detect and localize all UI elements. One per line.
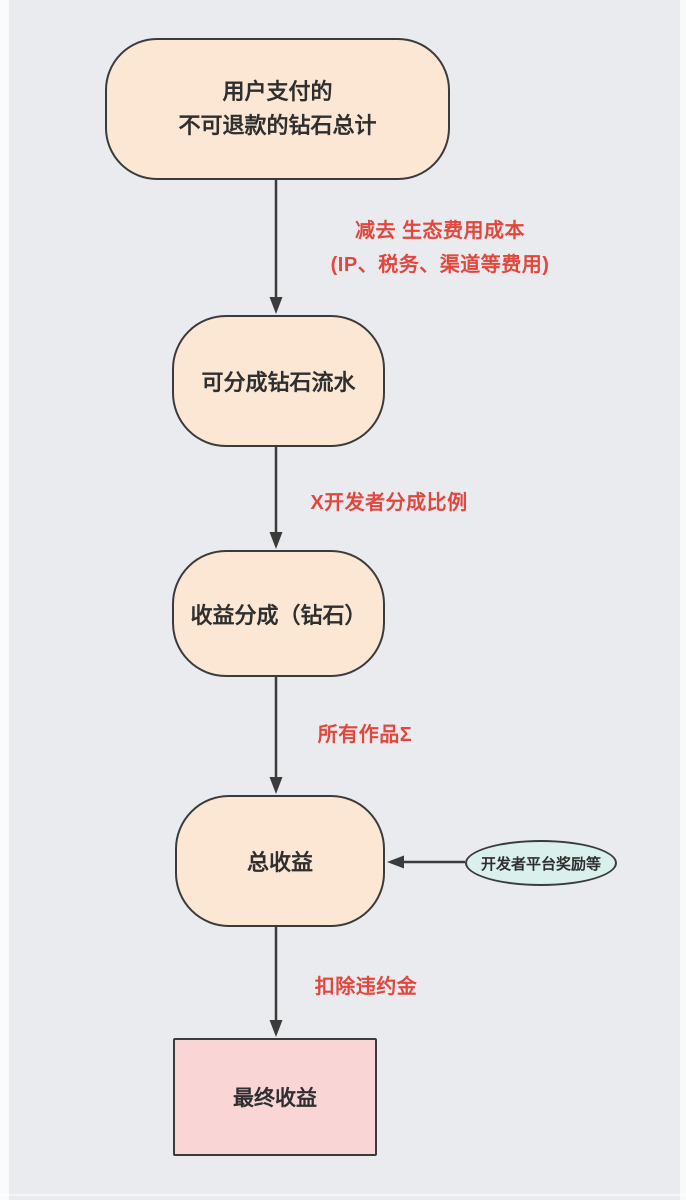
node-revenue-share-diamonds-label: 收益分成（钻石） (190, 602, 367, 628)
node-platform-reward-label: 开发者平台奖励等 (480, 855, 601, 873)
edge-label-minus-ecosystem-cost: 减去 生态费用成本 (IP、税务、渠道等费用) (331, 214, 550, 282)
edge-label-sum-all-works: 所有作品Σ (317, 724, 413, 746)
node-revenue-share-diamonds: 收益分成（钻石） (172, 550, 385, 677)
page-right-margin (680, 0, 686, 1200)
edge-label-deduct-penalty: 扣除违约金 (314, 976, 418, 998)
edge-label-multiply-share-ratio: X开发者分成比例 (310, 492, 468, 514)
arrow-total-to-final (269, 927, 283, 1037)
arrow-share-to-total (269, 677, 283, 794)
page-bottom-rule (0, 1194, 686, 1196)
arrow-reward-to-total (387, 855, 465, 869)
node-final-revenue-label: 最终收益 (233, 1087, 317, 1110)
node-divisible-diamond-flow-label: 可分成钻石流水 (201, 370, 356, 395)
arrow-total-to-flow (269, 180, 283, 314)
node-final-revenue: 最终收益 (173, 1038, 377, 1156)
arrow-flow-to-share (269, 447, 283, 549)
edge-label-minus-line1: 减去 生态费用成本 (354, 220, 526, 242)
page-left-margin (0, 0, 9, 1200)
edge-label-minus-line2: (IP、税务、渠道等费用) (330, 254, 550, 276)
node-total-revenue: 总收益 (175, 795, 385, 927)
node-user-paid-diamonds-line2: 不可退款的钻石总计 (178, 113, 377, 138)
node-platform-reward: 开发者平台奖励等 (465, 840, 617, 886)
node-total-revenue-label: 总收益 (246, 850, 313, 875)
node-user-paid-diamonds-line1: 用户支付的 (222, 78, 333, 104)
node-divisible-diamond-flow: 可分成钻石流水 (172, 315, 385, 447)
node-user-paid-diamonds: 用户支付的 不可退款的钻石总计 (105, 38, 450, 180)
